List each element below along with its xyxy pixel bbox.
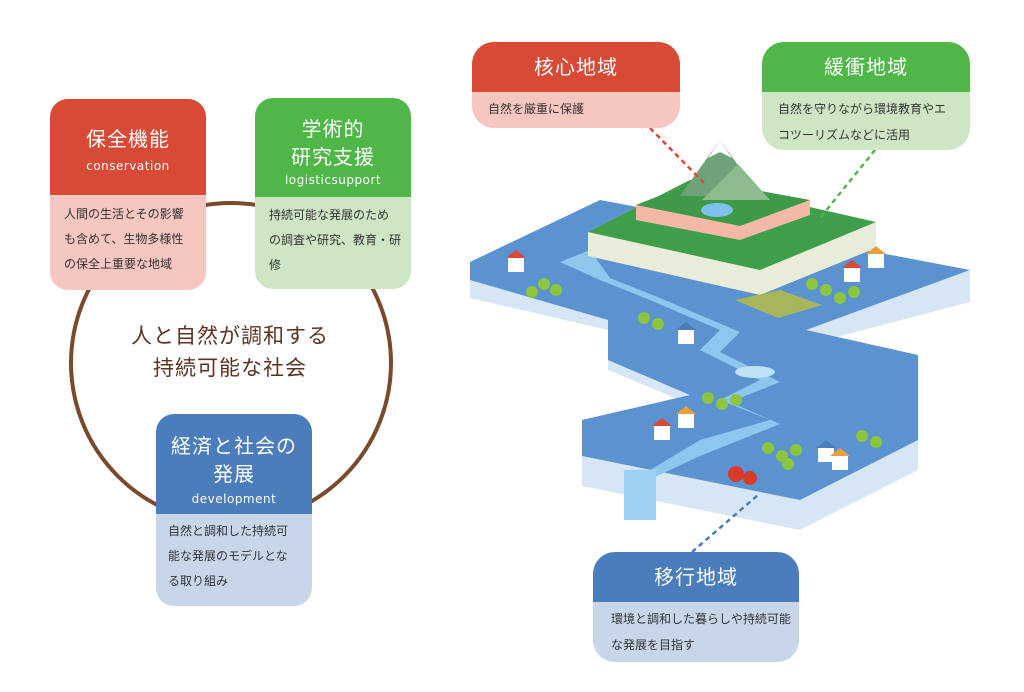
river [560,250,780,484]
logistic-title-line-1: 学術的 [301,117,365,141]
center-line-1: 人と自然が調和する [131,324,329,348]
conservation-desc-line: 人間の生活とその影響 [64,207,184,221]
apples [728,466,757,485]
development-title-line-2: 発展 [213,462,255,486]
transition-zone-body: 環境と調和した暮らしや持続可能 な発展を目指す [593,602,799,662]
transition-zone-title: 移行地域 [593,552,799,602]
core-zone-callout: 核心地域 自然を厳重に保護 [472,42,680,128]
logistic-support-card: 学術的 研究支援 logisticsupport 持続可能な発展のため の調査や… [255,98,411,289]
logistic-desc-line: の調査や研究、教育・研 [269,233,402,247]
houses [506,246,886,470]
development-desc-line: 能な発展のモデルとな [168,549,288,563]
conservation-card-header: 保全機能 conservation [50,99,206,195]
conservation-title: 保全機能 [86,127,170,151]
conservation-desc-line: も含めて、生物多様性 [64,232,184,246]
transition-zone-desc-line: な発展を目指す [611,638,696,652]
center-line-2: 持続可能な社会 [153,356,307,380]
logistic-subtitle: logisticsupport [284,173,382,187]
logistic-desc-line: 持続可能な発展のため [269,208,390,222]
pond [701,203,733,217]
development-title-line-1: 経済と社会の [171,434,297,458]
buffer-zone-title: 緩衝地域 [762,42,970,92]
buffer-connector-line [819,149,876,219]
core-zone-body: 自然を厳重に保護 [472,92,680,128]
waterfall [624,470,656,520]
conservation-subtitle: conservation [86,159,170,173]
development-subtitle: development [191,492,277,506]
transition-zone-desc-line: 環境と調和した暮らしや持続可能 [611,612,791,626]
center-caption: 人と自然が調和する 持続可能な社会 [100,320,360,384]
logistic-card-body: 持続可能な発展のため の調査や研究、教育・研 修 [255,197,411,289]
development-desc-line: る取り組み [168,574,229,588]
mountain-snowcap [708,140,732,158]
mountain-2 [702,164,770,200]
logistic-card-header: 学術的 研究支援 logisticsupport [255,98,411,197]
conservation-desc-line: の保全上重要な地域 [64,257,173,271]
core-area-block [636,140,810,240]
buffer-zone-callout: 緩衝地域 自然を守りながら環境教育やエ コツーリズムなどに活用 [762,42,970,150]
buffer-zone-desc-line: コツーリズムなどに活用 [778,128,911,142]
core-connector-line [649,127,707,186]
conservation-card-body: 人間の生活とその影響 も含めて、生物多様性 の保全上重要な地域 [50,195,206,290]
core-zone-title: 核心地域 [472,42,680,92]
development-card: 経済と社会の 発展 development 自然と調和した持続可 能な発展のモデ… [156,414,312,606]
development-desc-line: 自然と調和した持続可 [168,524,289,538]
conservation-card: 保全機能 conservation 人間の生活とその影響 も含めて、生物多様性 … [50,99,206,290]
transition-connector-line [691,494,759,553]
development-card-header: 経済と社会の 発展 development [156,414,312,514]
core-zone-desc-line: 自然を厳重に保護 [488,102,585,116]
development-card-body: 自然と調和した持続可 能な発展のモデルとな る取り組み [156,514,312,606]
trees [526,278,882,470]
logistic-title-line-2: 研究支援 [291,145,375,169]
buffer-zone-desc-line: 自然を守りながら環境教育やエ [778,102,947,116]
farm-field [735,290,822,318]
transition-zone-callout: 移行地域 環境と調和した暮らしや持続可能 な発展を目指す [593,552,799,662]
buffer-zone-body: 自然を守りながら環境教育やエ コツーリズムなどに活用 [762,92,970,150]
logistic-desc-line: 修 [269,258,282,272]
hot-spring [735,366,775,378]
